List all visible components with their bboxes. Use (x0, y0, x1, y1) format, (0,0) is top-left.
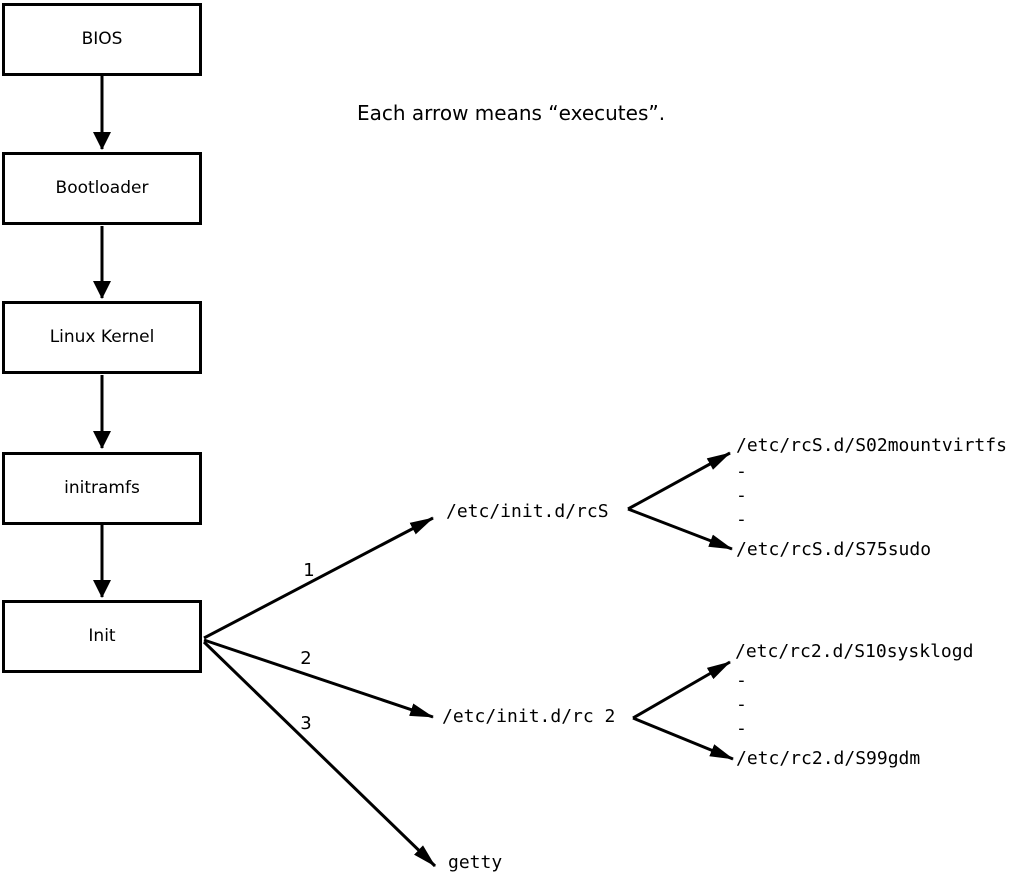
node-etc-init-d-rc2: /etc/init.d/rc 2 (442, 706, 616, 727)
edge-rc2-S99gdm (632, 716, 734, 761)
node-rcS-S02mountvirtfs: /etc/rcS.d/S02mountvirtfs (736, 435, 1007, 456)
node-etc-init-d-rcS: /etc/init.d/rcS (446, 501, 609, 522)
edge-label-2: 2 (300, 648, 312, 669)
node-rc2-ellipsis-3: - (736, 718, 747, 739)
edge-init-getty (202, 640, 437, 868)
edge-init-rc2 (203, 638, 434, 719)
node-initramfs: initramfs (2, 452, 202, 525)
node-bios: BIOS (2, 3, 202, 76)
node-rc2-ellipsis-2: - (736, 694, 747, 715)
node-getty: getty (448, 852, 503, 873)
node-rcS-ellipsis-2: - (736, 485, 747, 506)
edge-rc2-S10sysklogd (632, 660, 731, 720)
node-bios-label: BIOS (81, 29, 123, 49)
edge-rcS-S02mountvirtfs (627, 451, 731, 511)
node-init-label: Init (88, 626, 116, 646)
node-rcS-S75sudo: /etc/rcS.d/S75sudo (736, 539, 932, 560)
edge-label-3: 3 (300, 713, 312, 734)
node-rcS-ellipsis-3: - (736, 509, 747, 530)
node-init: Init (2, 600, 202, 673)
node-initramfs-label: initramfs (64, 478, 140, 498)
node-rc2-S99gdm: /etc/rc2.d/S99gdm (736, 748, 921, 769)
node-rc2-ellipsis-1: - (736, 670, 747, 691)
node-rcS-ellipsis-1: - (736, 461, 747, 482)
node-rc2-S10sysklogd: /etc/rc2.d/S10sysklogd (735, 641, 974, 662)
node-linux-kernel-label: Linux Kernel (49, 327, 155, 347)
edge-rcS-S75sudo (627, 507, 733, 551)
edge-label-1: 1 (303, 560, 315, 581)
edge-init-rcS (203, 516, 434, 640)
node-bootloader: Bootloader (2, 152, 202, 225)
legend-note: Each arrow means “executes”. (357, 101, 666, 125)
node-bootloader-label: Bootloader (55, 178, 149, 198)
node-linux-kernel: Linux Kernel (2, 301, 202, 374)
